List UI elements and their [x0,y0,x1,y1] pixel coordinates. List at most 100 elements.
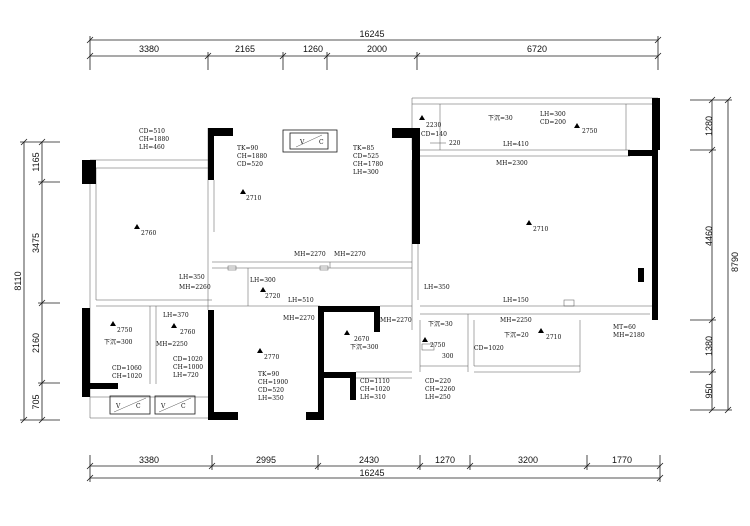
dim-right-seg-4: 950 [704,383,714,398]
note-cd1020a: CD=1020 CH=1000 LH=720 [173,356,205,379]
note-line: CH=1880 [237,153,267,160]
note-mh2270a: MH=2270 [294,251,326,258]
level-marker: 2750 [574,123,597,135]
level-marker: 2710 [526,220,548,233]
note-cd220: CD=220 CH=2260 LH=250 [425,378,457,401]
level-marker: 2670 [344,330,369,343]
ac-top-label-right: C [319,139,324,146]
note-tr-xc: 下沉=30 [488,114,513,122]
dim-bottom-seg-3: 2430 [359,455,379,465]
note-line: CD=520 [237,161,263,168]
note-lh510: LH=510 [288,297,314,304]
note-lh350b: LH=350 [424,284,450,291]
note-line: TK=90 [258,371,279,378]
note-line: CD=140 [421,131,447,138]
note-mt60: MT=60 MH=2180 [613,324,645,339]
dim-top-seg-5: 6720 [527,44,547,54]
note-tl-cd: CD=510 CH=1880 LH=460 [139,128,171,151]
note-line: CD=525 [353,153,379,160]
note-line: CH=1780 [353,161,383,168]
dim-left-seg-2: 3475 [31,233,41,253]
note-xc20: 下沉=20 [504,331,529,339]
note-line: CD=200 [540,119,566,126]
note-tr-lh: LH=300 CD=200 [540,111,568,126]
note-lh370: LH=370 [163,312,189,319]
note-mh2270b: MH=2270 [334,251,366,258]
note-lh300: LH=300 [250,277,276,284]
dim-top-seg-1: 3380 [139,44,159,54]
dim-right-seg-2: 4460 [704,226,714,246]
note-line: CD=520 [258,387,284,394]
level-marker-icon [419,115,425,120]
plan-outline [89,97,658,419]
level-label: 2760 [141,230,156,237]
note-line: 2230 [426,122,441,129]
note-line: MH=2260 [179,284,211,291]
level-marker: 2770 [257,348,279,361]
note-cd1110: CD=1110 CH=1020 LH=310 [360,378,392,401]
level-marker: 2760 [134,224,156,237]
note-tr-2230: 2230 CD=140 [421,122,447,138]
note-mh2250b: MH=2250 [500,317,532,324]
note-line: CH=1900 [258,379,288,386]
note-cd1060: CD=1060 CH=1020 [112,365,144,380]
note-line: LH=250 [425,394,451,401]
note-xc300b: 下沉=300 [350,343,379,351]
note-line: CD=510 [139,128,165,135]
dim-left-seg-4: 705 [31,394,41,409]
top-dimension-chain: 16245 3380 2165 1260 2000 6720 [86,29,662,70]
note-line: LH=350 [179,274,205,281]
dim-right-seg-1: 1280 [704,116,714,136]
note-lh150: LH=150 [503,297,529,304]
level-marker: 2750 [422,337,445,349]
dim-top-total: 16245 [359,29,384,39]
note-line: LH=300 [353,169,379,176]
ac-unit-bottom-left-2: V C [154,395,196,415]
note-tk-left: TK=90 CH=1880 CD=520 [237,145,269,168]
note-line: MT=60 [613,324,636,331]
level-label: 2750 [582,128,597,135]
level-marker: 2710 [240,189,261,202]
dim-left-seg-3: 2160 [31,333,41,353]
level-marker: 2720 [260,287,280,300]
note-tk-right: TK=85 CD=525 CH=1780 LH=300 [353,145,385,176]
note-tk90: TK=90 CH=1900 CD=520 LH=350 [258,371,290,402]
dim-left-seg-1: 1165 [31,152,41,171]
dim-right-total: 8790 [730,252,740,272]
dim-bottom-seg-1: 3380 [139,455,159,465]
level-label: 2710 [246,195,261,202]
note-line: TK=90 [237,145,258,152]
note-line: LH=310 [360,394,386,401]
level-label: 2770 [264,354,279,361]
note-line: CD=220 [425,378,451,385]
level-label: 2720 [265,293,280,300]
note-line: TK=85 [353,145,374,152]
left-dimension-chain: 8110 1165 3475 2160 705 [13,138,60,424]
dim-bottom-seg-5: 3200 [518,455,538,465]
note-mh2270c: MH=2270 [283,315,315,322]
note-cd1020b: CD=1020 [474,345,504,352]
level-label: 2710 [533,226,548,233]
right-dimension-chain: 1280 4460 1380 950 8790 [690,96,740,414]
note-line: LH=300 [540,111,566,118]
dim-top-seg-3: 1260 [303,44,323,54]
annotation-notes: CD=510 CH=1880 LH=460 TK=90 CH=1880 CD=5… [104,111,645,402]
level-label: 2750 [430,342,445,349]
dim-bottom-seg-4: 1270 [435,455,455,465]
ac-bl2-label-right: C [181,403,186,410]
level-label: 2670 [354,336,369,343]
note-line: CH=1020 [112,373,142,380]
level-markers: 2750 2710 2760 2710 2720 2750 2760 2770 … [110,123,597,361]
note-lh350a: LH=350 MH=2260 [179,274,211,291]
dim-bottom-seg-6: 1770 [612,455,632,465]
note-xc300a: 下沉=300 [104,338,133,346]
bottom-dimension-chain: 3380 2995 2430 1270 3200 1770 16245 [86,455,664,482]
note-mh2250a: MH=2250 [156,341,188,348]
level-label: 2710 [546,334,561,341]
level-label: 2760 [180,329,195,336]
dim-left-total: 8110 [13,271,23,290]
note-tr-220: 220 [449,140,461,147]
note-line: MH=2180 [613,332,645,339]
note-line: CD=1020 [173,356,203,363]
